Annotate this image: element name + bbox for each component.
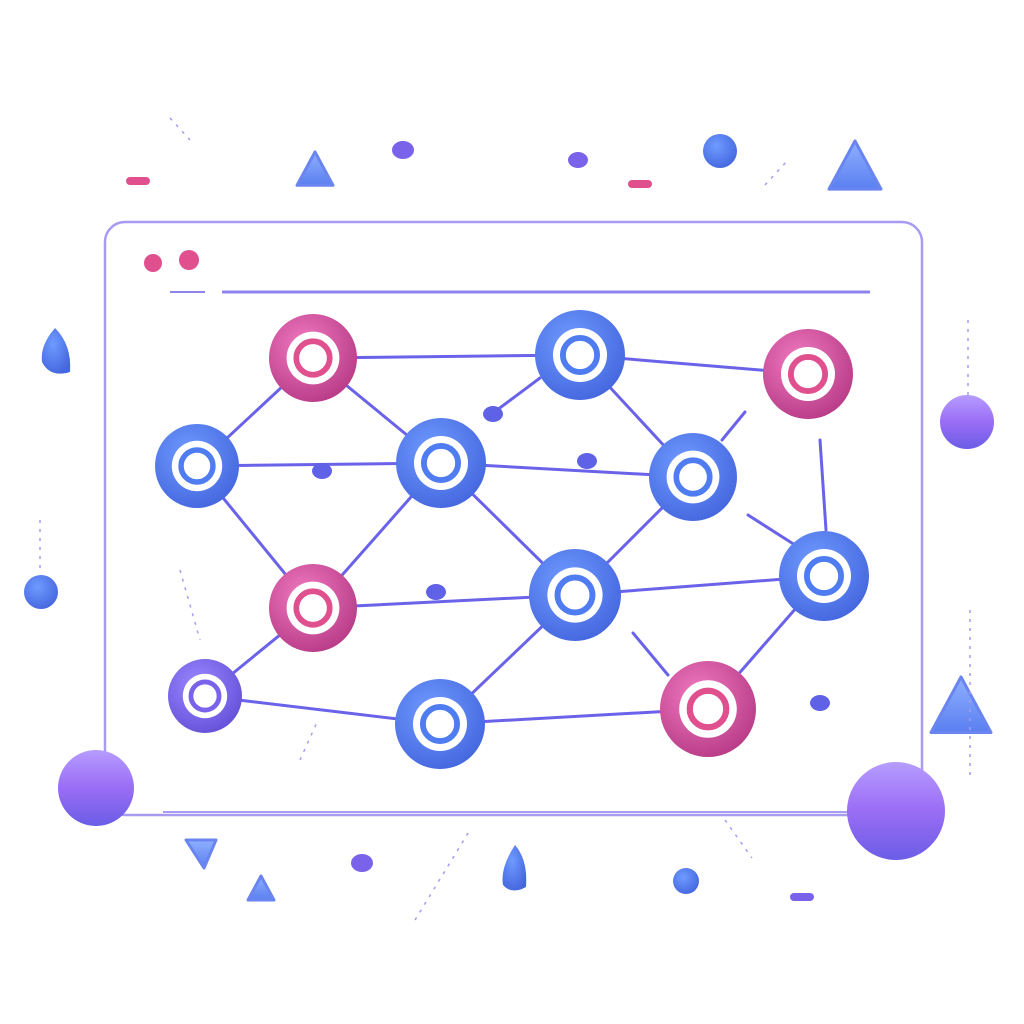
- edge-dot-icon: [810, 695, 830, 711]
- edge-dot-icon: [426, 584, 446, 600]
- triangle-icon: [246, 874, 276, 902]
- connection-line: [631, 631, 670, 677]
- node-ring: [803, 555, 845, 597]
- triangle-icon: [295, 150, 335, 187]
- node-ring: [178, 447, 216, 485]
- pill-icon: [628, 180, 652, 188]
- connection-line: [720, 410, 747, 442]
- drop-icon: [502, 845, 527, 891]
- node-ring: [787, 353, 829, 395]
- node-ring: [686, 687, 730, 731]
- network-node-blue: [779, 531, 869, 621]
- network-node-blue: [396, 418, 486, 508]
- triangle-icon: [929, 675, 993, 734]
- pill-icon: [790, 893, 814, 901]
- network-node-pink: [269, 314, 357, 402]
- network-node-pink: [660, 661, 756, 757]
- connection-line: [746, 513, 797, 547]
- node-ring: [559, 334, 601, 376]
- small-sphere-icon: [703, 134, 737, 168]
- network-node-pink: [763, 329, 853, 419]
- blob-icon: [351, 854, 373, 872]
- sparkle-line: [724, 819, 753, 859]
- node-ring: [293, 588, 333, 628]
- triangle-icon: [184, 838, 218, 870]
- sparkle-line: [414, 829, 471, 921]
- window-frame: [103, 220, 924, 817]
- sparkle-line: [299, 719, 319, 761]
- network-node-blue: [155, 424, 239, 508]
- blob-icon: [392, 141, 414, 159]
- connection-line: [491, 376, 542, 415]
- small-sphere-icon: [24, 575, 58, 609]
- network-node-blue: [535, 310, 625, 400]
- sparkle-line: [169, 117, 191, 141]
- edge-dot-icon: [312, 463, 332, 479]
- sparkle-line: [764, 159, 789, 186]
- pill-icon: [126, 177, 150, 185]
- drop-icon: [41, 328, 71, 374]
- node-ring: [188, 679, 222, 713]
- network-node-pink: [269, 564, 357, 652]
- connection-line: [818, 438, 828, 532]
- decorations: [24, 117, 994, 921]
- sphere-icon: [58, 750, 134, 826]
- small-sphere-icon: [673, 868, 699, 894]
- edge-dots: [312, 406, 830, 711]
- sphere-icon: [940, 395, 994, 449]
- sphere-icon: [847, 762, 945, 860]
- node-ring: [554, 574, 596, 616]
- window-dot-icon: [144, 254, 162, 272]
- triangle-icon: [827, 139, 883, 191]
- network-node-blue: [395, 679, 485, 769]
- edge-dot-icon: [577, 453, 597, 469]
- node-ring: [420, 442, 462, 484]
- window-border: [103, 220, 924, 817]
- edge-dot-icon: [483, 406, 503, 422]
- network-node-purple: [168, 659, 242, 733]
- network-node-blue: [649, 433, 737, 521]
- node-ring: [673, 457, 713, 497]
- network-node-blue: [529, 549, 621, 641]
- network-nodes: [155, 310, 869, 769]
- sparkle-line: [179, 569, 201, 641]
- node-ring: [293, 338, 333, 378]
- window-dot-icon: [179, 250, 199, 270]
- blob-icon: [568, 152, 588, 168]
- node-ring: [419, 703, 461, 745]
